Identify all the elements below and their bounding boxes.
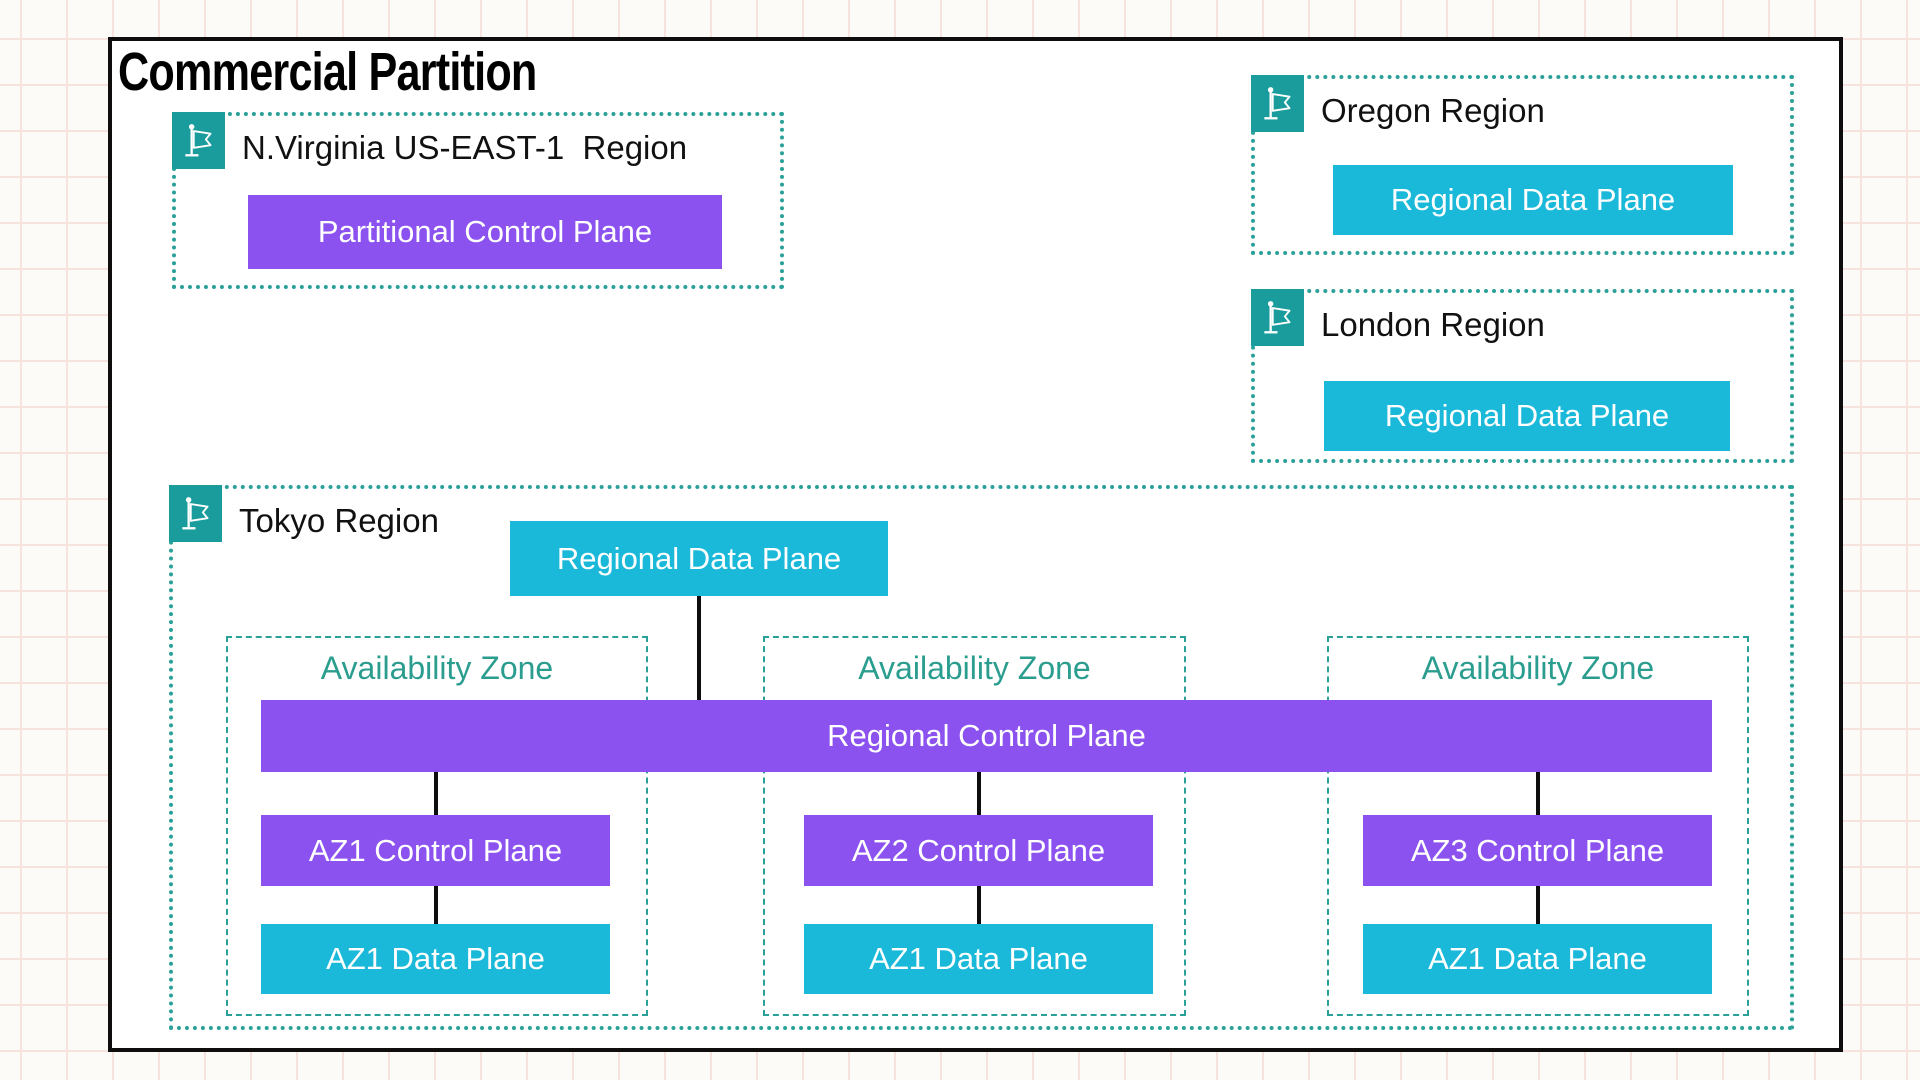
az2-data-plane-box: AZ1 Data Plane <box>804 924 1153 994</box>
oregon-regional-data-plane-box: Regional Data Plane <box>1333 165 1733 235</box>
flag-icon <box>1251 289 1304 346</box>
region-tokyo: Tokyo Region Regional Data Plane Availab… <box>169 485 1794 1030</box>
flag-icon <box>1251 75 1304 132</box>
az1-data-plane-box: AZ1 Data Plane <box>261 924 610 994</box>
connector-az1-control-to-data <box>434 886 438 924</box>
region-nvirginia: N.Virginia US-EAST-1 Region Partitional … <box>172 112 784 289</box>
diagram-title: Commercial Partition <box>118 42 537 102</box>
az2-control-plane-box: AZ2 Control Plane <box>804 815 1153 886</box>
region-tokyo-label: Tokyo Region <box>239 502 439 539</box>
availability-zone-2-label: Availability Zone <box>858 650 1091 686</box>
connector-rdp-to-rcp <box>697 596 701 700</box>
region-london: London Region Regional Data Plane <box>1251 289 1794 463</box>
availability-zone-3: Availability Zone <box>1327 636 1749 1016</box>
region-oregon-label: Oregon Region <box>1321 92 1545 129</box>
region-oregon: Oregon Region Regional Data Plane <box>1251 75 1794 255</box>
london-regional-data-plane-box: Regional Data Plane <box>1324 381 1730 451</box>
region-nvirginia-label: N.Virginia US-EAST-1 Region <box>242 129 688 166</box>
connector-az3-control-to-data <box>1536 886 1540 924</box>
az1-control-plane-box: AZ1 Control Plane <box>261 815 610 886</box>
flag-icon <box>172 112 225 169</box>
availability-zone-1: Availability Zone <box>226 636 648 1016</box>
availability-zone-2: Availability Zone <box>763 636 1186 1016</box>
az3-control-plane-box: AZ3 Control Plane <box>1363 815 1712 886</box>
connector-rcp-to-az1-control <box>434 772 438 815</box>
partitional-control-plane-box: Partitional Control Plane <box>248 195 722 269</box>
connector-rcp-to-az3-control <box>1536 772 1540 815</box>
availability-zone-3-label: Availability Zone <box>1421 650 1655 686</box>
connector-rcp-to-az2-control <box>977 772 981 815</box>
connector-az2-control-to-data <box>977 886 981 924</box>
region-london-label: London Region <box>1321 306 1545 343</box>
flag-icon <box>169 485 222 542</box>
regional-control-plane-bar: Regional Control Plane <box>261 700 1712 772</box>
tokyo-regional-data-plane-box: Regional Data Plane <box>510 521 888 596</box>
availability-zone-1-label: Availability Zone <box>320 650 554 686</box>
commercial-partition-container: Commercial Partition N.Virginia US-EAST-… <box>108 37 1843 1052</box>
az3-data-plane-box: AZ1 Data Plane <box>1363 924 1712 994</box>
